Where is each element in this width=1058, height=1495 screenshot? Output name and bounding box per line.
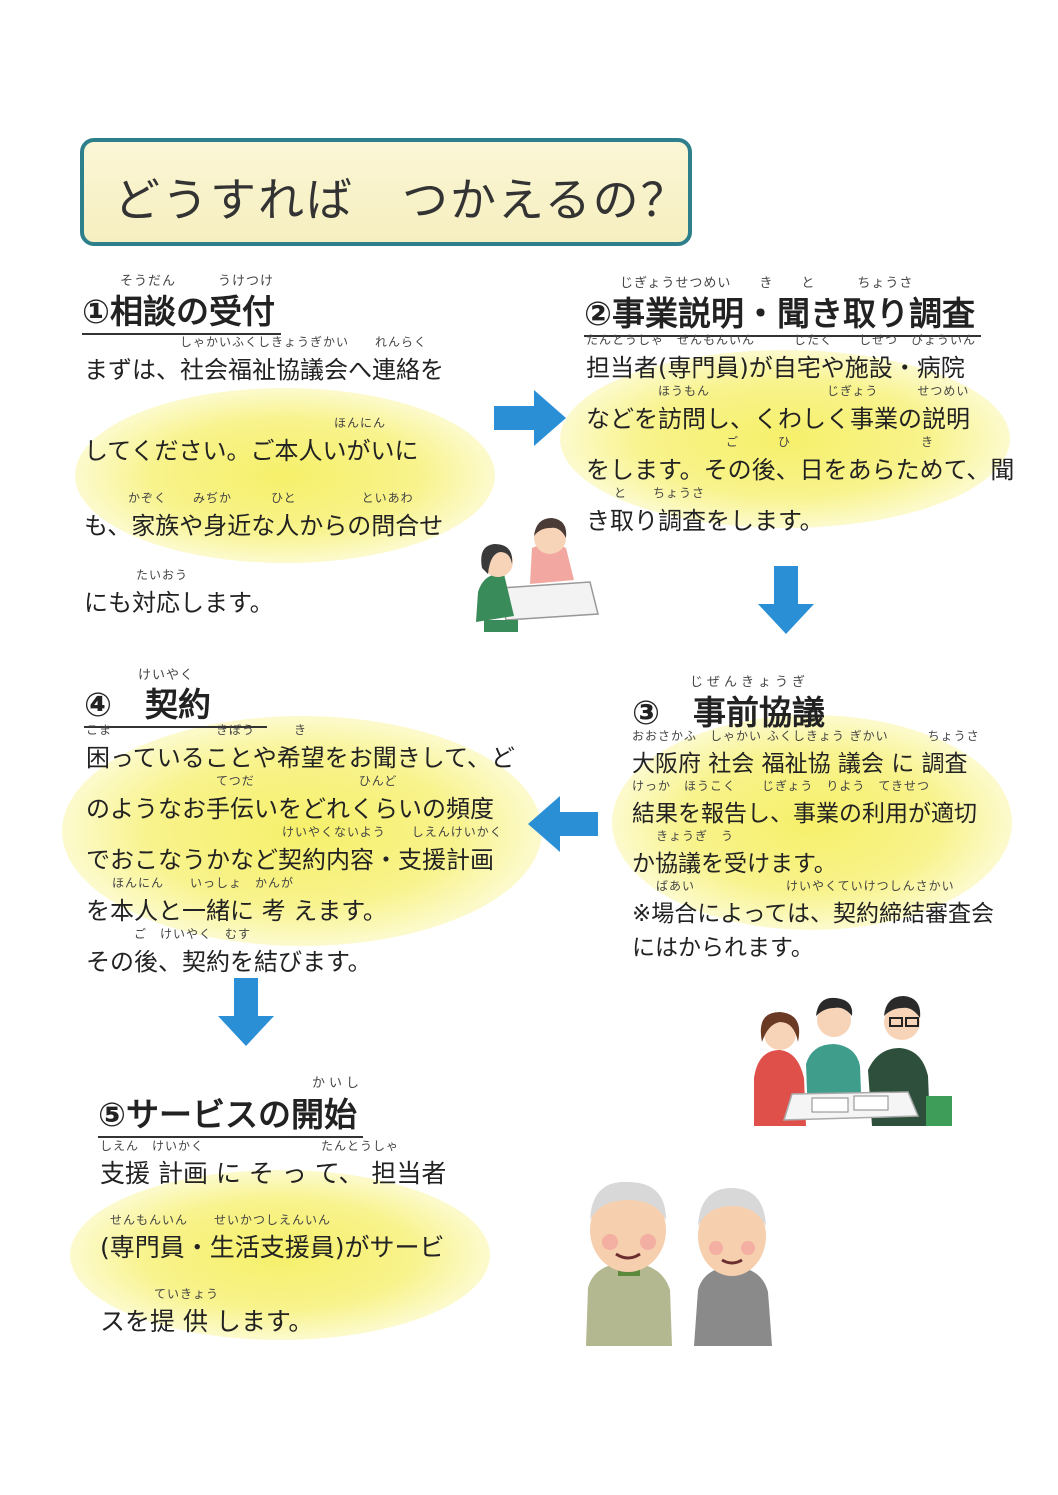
step2-line-2: ほうもん じぎょう せつめいなどを訪問し、くわしく事業の説明 xyxy=(586,384,970,433)
step1-title-ruby: そうだん うけつけ xyxy=(120,274,275,289)
step1-line-1: しゃかいふくしきょうぎかい れんらくまずは、社会福祉協議会へ連絡を xyxy=(84,335,444,384)
step1-line-3: かぞく みぢか ひと といあわも、家族や身近な人からの問合せ xyxy=(84,491,444,540)
step3-body: おおさかふ しゃかい ふくしきょう ぎかい ちょうさ大阪府 社会 福祉協 議会 … xyxy=(632,728,994,962)
page-title: どうすれば つかえるの？ xyxy=(114,173,689,227)
meeting-illustration xyxy=(754,996,952,1126)
step1-body: しゃかいふくしきょうぎかい れんらくまずは、社会福祉協議会へ連絡を ほんにんして… xyxy=(84,334,444,618)
step1-line-4: たいおうにも対応します。 xyxy=(84,568,274,617)
step4-body: こま きぼう き困っていることや希望をお聞きして、ど てつだ ひんどのようなお手… xyxy=(86,722,515,977)
step5-line-1: しえん けいかく たんとうしゃ支援 計画 に そ っ て、 担当者 xyxy=(100,1139,447,1188)
step4-line-3: けいやくないよう しえんけいかくでおこなうかなど契約内容・支援計画 xyxy=(86,825,503,874)
step3-title: ③ 事前協議 xyxy=(632,693,825,732)
step4-line-5: ご けいやく むすその後、契約を結びます。 xyxy=(86,927,372,976)
step2-line-4: と ちょうさき取り調査をします。 xyxy=(586,486,824,535)
arrow-down-icon xyxy=(218,978,274,1046)
highlight-1 xyxy=(75,388,495,563)
step2-title: ②事業説明・聞き取り調査 xyxy=(584,287,981,337)
step1-title: ①相談の受付 xyxy=(82,285,281,335)
step5-title-ruby: かいし xyxy=(312,1076,364,1091)
step3-line-5: にはかられます。 xyxy=(632,935,814,961)
consultation-illustration xyxy=(476,518,599,632)
elderly-couple-illustration xyxy=(586,1181,772,1346)
arrow-right-icon xyxy=(494,390,566,446)
highlight-3 xyxy=(612,715,1012,930)
step4-line-1: こま きぼう き困っていることや希望をお聞きして、ど xyxy=(86,723,515,772)
page-title-box: どうすれば つかえるの？ xyxy=(80,138,692,246)
step1-line-2: ほんにんしてください。ご本人いがいに xyxy=(84,416,419,465)
step2-line-1: たんとうしゃ せんもんいん じたく しせつ びょういん担当者(専門員)が自宅や施… xyxy=(586,333,977,382)
step4-line-2: てつだ ひんどのようなお手伝いをどれくらいの頻度 xyxy=(86,774,494,823)
step5-body: しえん けいかく たんとうしゃ支援 計画 に そ っ て、 担当者 せんもんいん… xyxy=(100,1138,446,1338)
step5-line-3: ていきょうスを提 供 します。 xyxy=(100,1287,314,1336)
arrow-left-icon xyxy=(528,796,598,852)
step3-line-1: おおさかふ しゃかい ふくしきょう ぎかい ちょうさ大阪府 社会 福祉協 議会 … xyxy=(632,729,980,777)
step3-title-ruby: じぜんきょうぎ xyxy=(690,675,810,690)
step3-line-2: けっか ほうこく じぎょう りよう てきせつ結果を報告し、事業の利用が適切 xyxy=(632,779,977,827)
step5-title: ⑤サービスの開始 xyxy=(98,1088,363,1138)
step5-line-2: せんもんいん せいかつしえんいん(専門員・生活支援員)がサービ xyxy=(100,1213,445,1262)
step4-line-4: ほんにん いっしょ かんがを本人と一緒に 考 えます。 xyxy=(86,876,387,925)
step3-line-4: ばあい けいやくていけつしんさかい※場合によっては、契約締結審査会 xyxy=(632,879,994,927)
highlight-2 xyxy=(560,350,1010,528)
step2-title-ruby: じぎょうせつめい き と ちょうさ xyxy=(620,276,914,291)
step2-body: たんとうしゃ せんもんいん じたく しせつ びょういん担当者(専門員)が自宅や施… xyxy=(586,332,1014,536)
step2-line-3: ご ひ きをします。その後、日をあらためて、聞 xyxy=(586,435,1015,484)
step4-title-ruby: けいやく xyxy=(138,668,195,683)
step3-line-3: きょうぎ うか協議を受けます。 xyxy=(632,829,837,877)
highlight-5 xyxy=(70,1170,490,1340)
highlight-4 xyxy=(62,716,542,946)
arrow-down-icon xyxy=(758,566,814,634)
step4-title: ④ 契約 xyxy=(84,678,267,728)
